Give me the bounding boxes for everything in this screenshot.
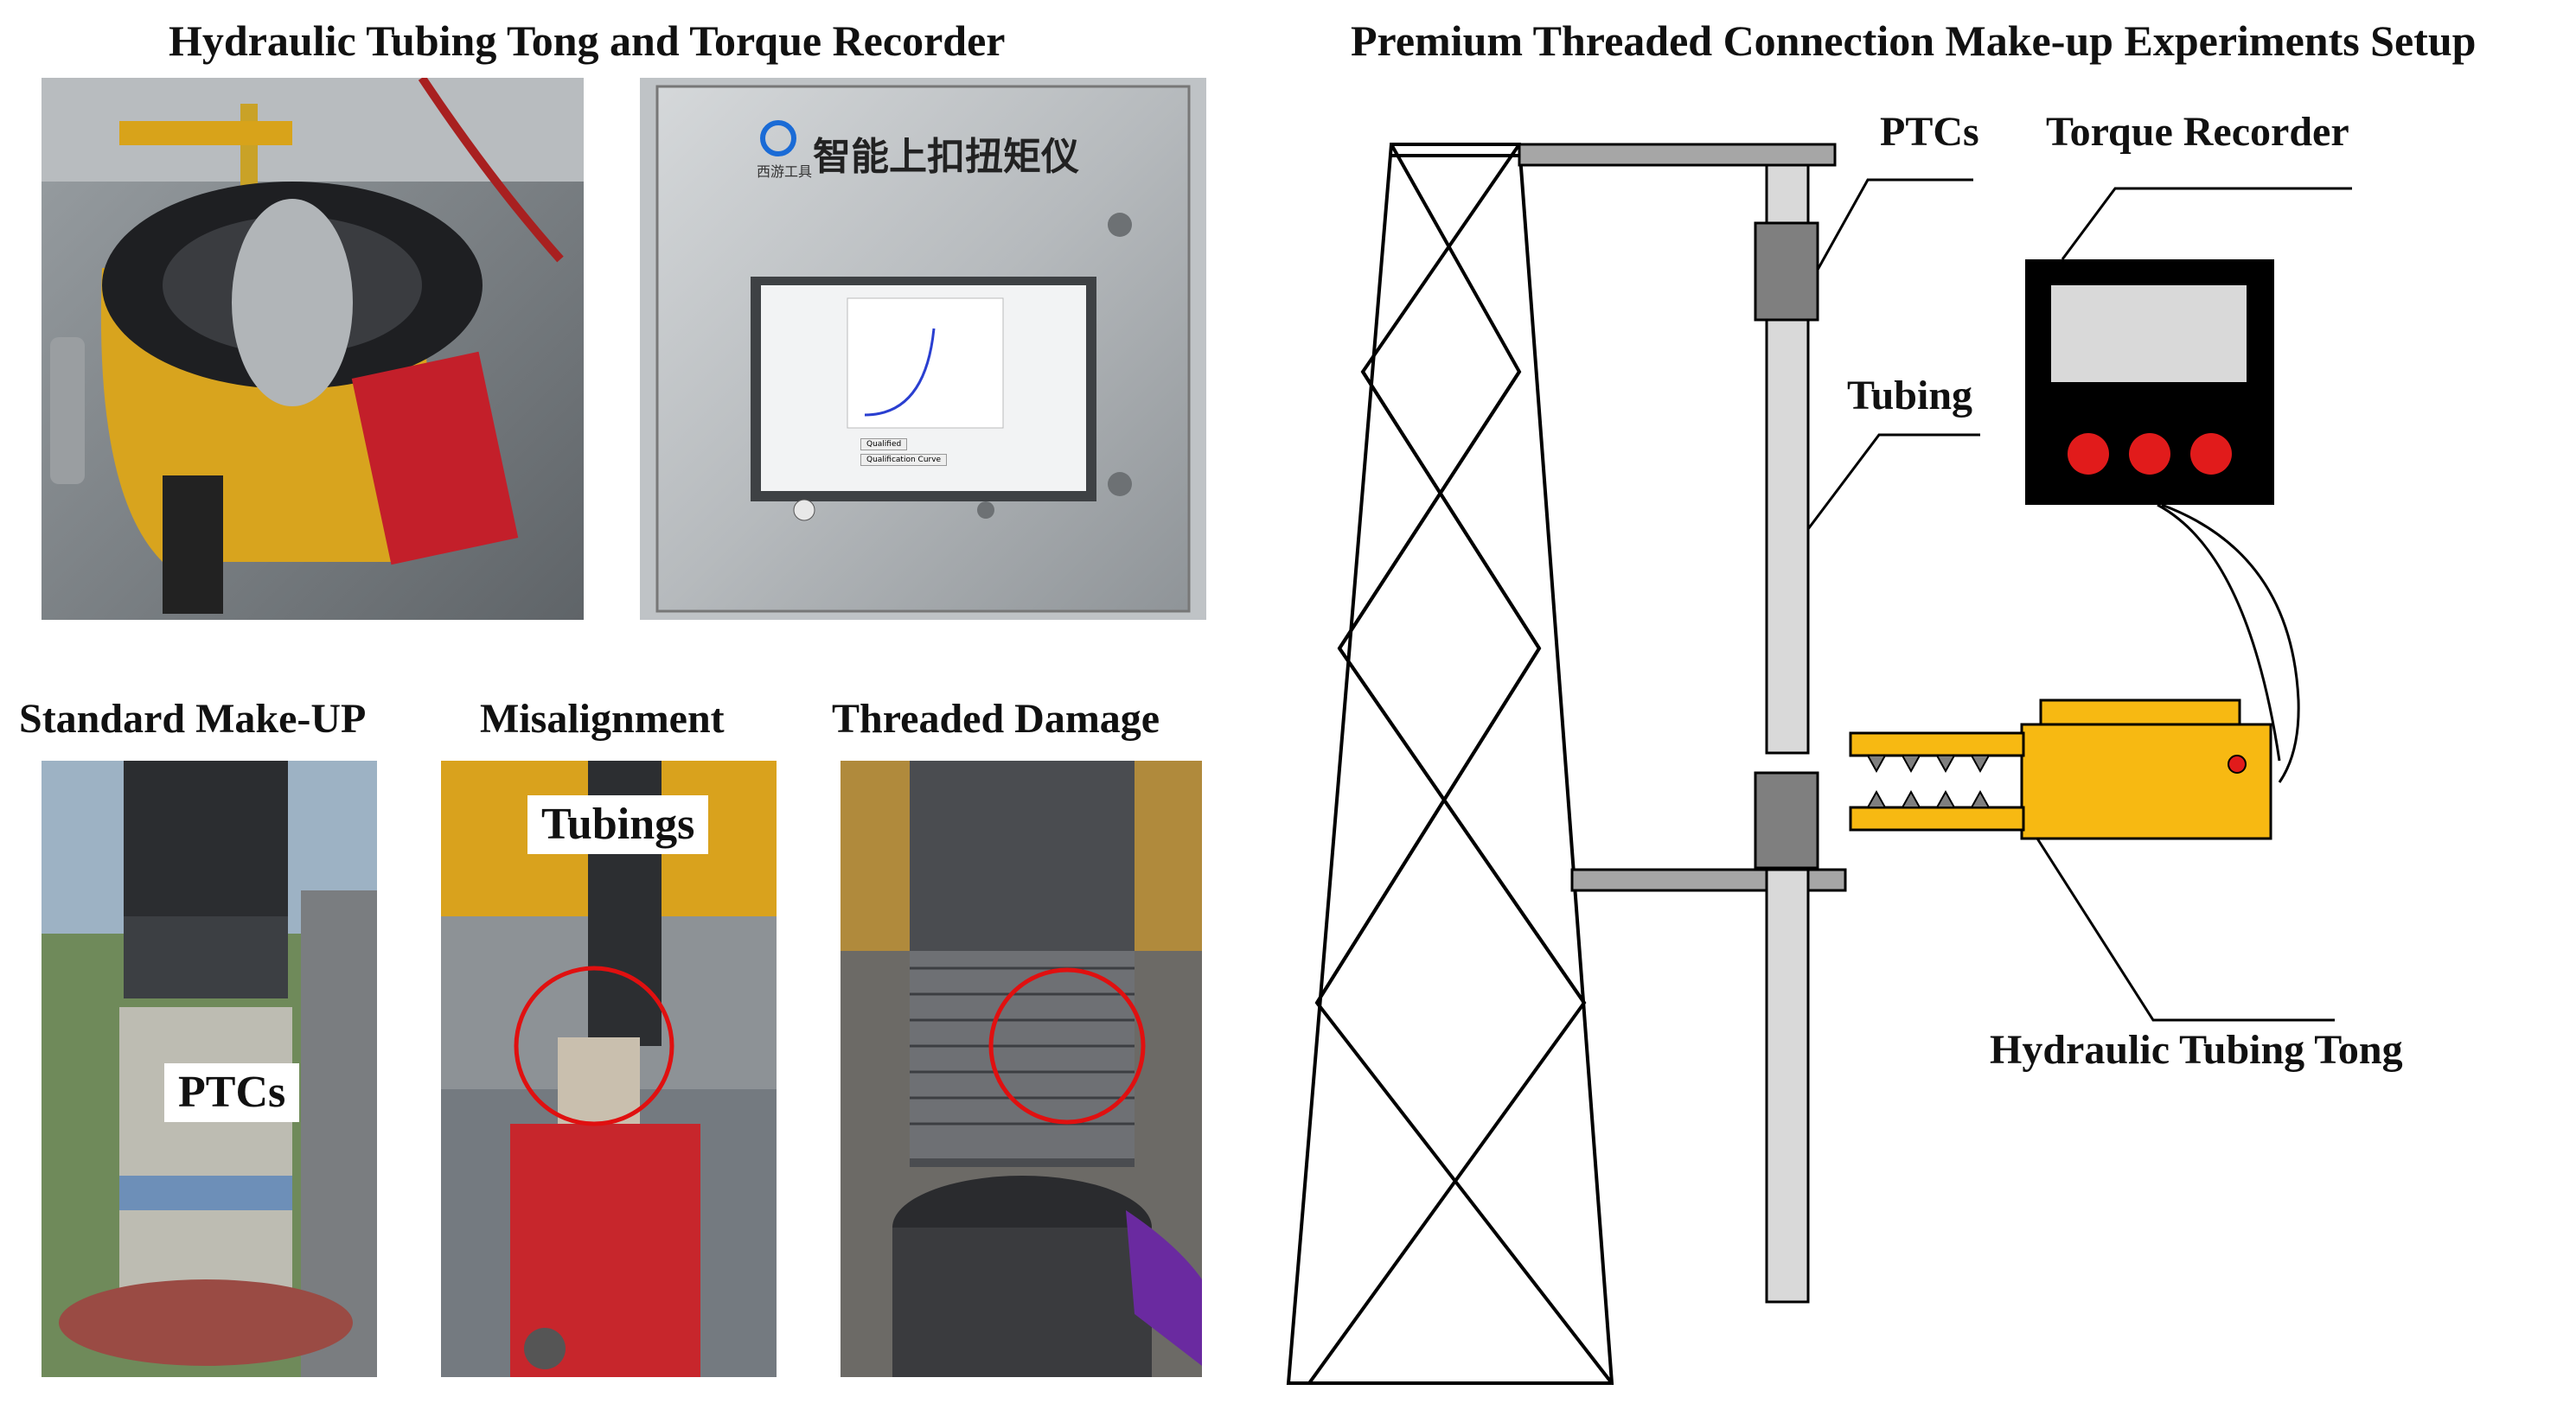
- left-panel-title: Hydraulic Tubing Tong and Torque Recorde…: [169, 16, 1006, 65]
- torque-recorder-photo: 西游工具 智能上扣扭矩仪 Qualified Qualification Cur…: [640, 78, 1206, 620]
- torque-recorder-label: Torque Recorder: [2046, 109, 2349, 155]
- upper-tubing: [1765, 163, 1810, 755]
- hydraulic-tong-device: [1849, 698, 2272, 840]
- caption-standard-make-up: Standard Make-UP: [19, 696, 367, 742]
- upper-beam: [1518, 143, 1837, 167]
- tong-photo: [42, 78, 584, 620]
- derrick-tower: [1286, 143, 1614, 1385]
- upper-coupling: [1754, 221, 1819, 322]
- tubings-photo-label: Tubings: [527, 795, 709, 854]
- leader-lines: [1806, 178, 2352, 1022]
- standard-make-up-photo: PTCs: [42, 761, 377, 1377]
- tubing-label: Tubing: [1847, 373, 1972, 418]
- lower-beam: [1570, 868, 1847, 892]
- right-panel-title: Premium Threaded Connection Make-up Expe…: [1351, 16, 2477, 65]
- caption-threaded-damage: Threaded Damage: [832, 696, 1160, 742]
- lower-tubing: [1765, 868, 1810, 1304]
- recorder-device-title: 智能上扣扭矩仪: [813, 135, 1079, 179]
- ptcs-label: PTCs: [1880, 109, 1979, 155]
- misalignment-photo: Tubings: [441, 761, 777, 1377]
- caption-misalignment: Misalignment: [480, 696, 725, 742]
- ptcs-photo-label: PTCs: [164, 1063, 300, 1122]
- torque-recorder-device: [2025, 259, 2274, 505]
- screen-qualification-curve-button: Qualification Curve: [860, 454, 948, 466]
- screen-qualified-button: Qualified: [860, 438, 908, 450]
- threaded-damage-photo: [841, 761, 1202, 1377]
- lower-coupling: [1754, 771, 1819, 870]
- recorder-cables: [2157, 503, 2300, 783]
- hydraulic-tubing-tong-label: Hydraulic Tubing Tong: [1990, 1027, 2403, 1073]
- recorder-brand-text: 西游工具: [757, 163, 813, 180]
